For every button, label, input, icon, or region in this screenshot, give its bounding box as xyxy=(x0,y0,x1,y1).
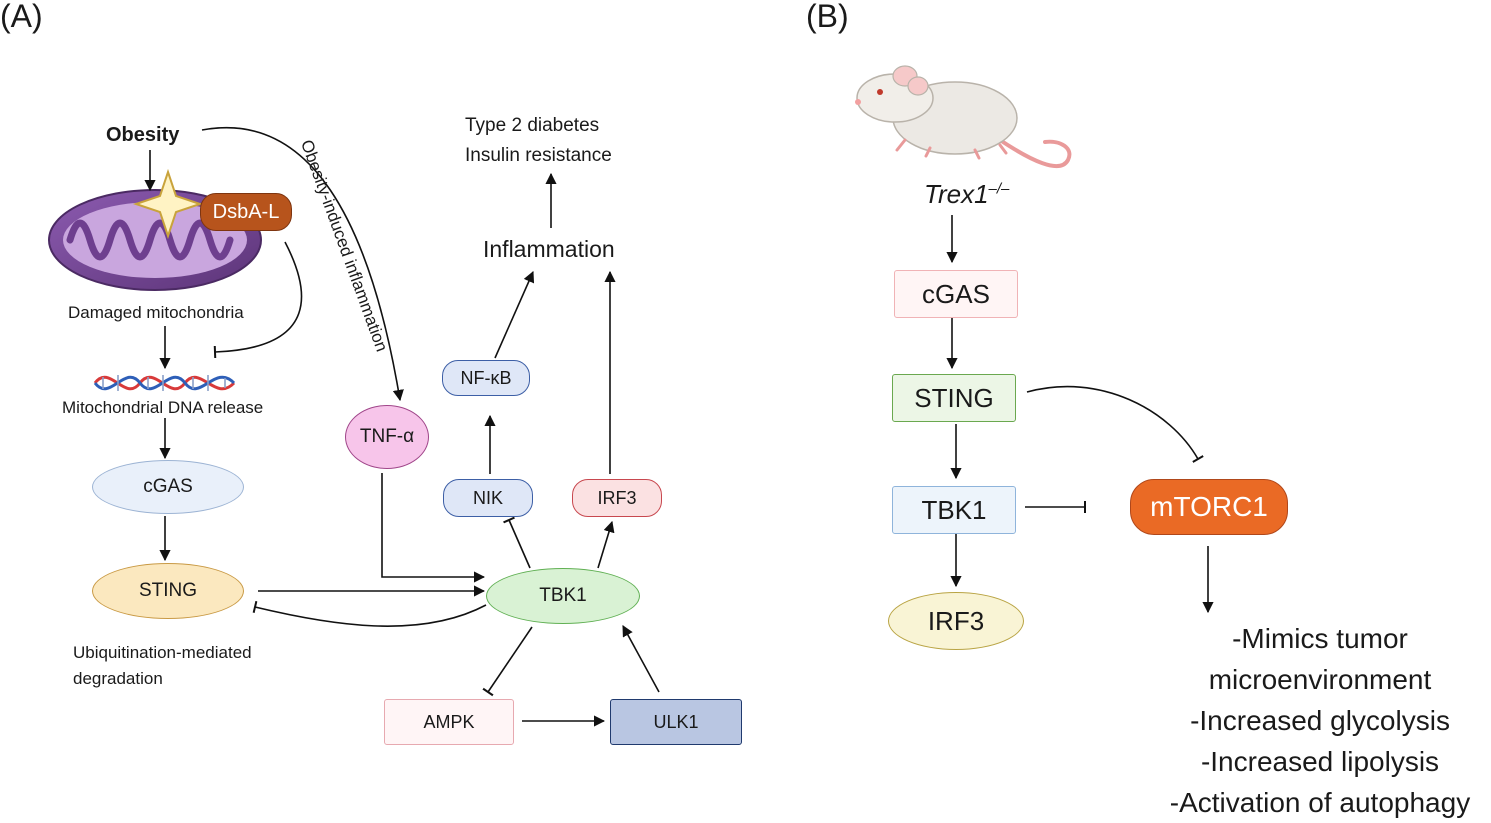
b-sting-node: STING xyxy=(892,374,1016,422)
dna-helix-icon xyxy=(93,375,236,391)
obesity-label: Obesity xyxy=(106,124,180,146)
trex1-gene: Trex1 xyxy=(924,179,989,209)
mtdna-release-label: Mitochondrial DNA release xyxy=(62,398,264,417)
mtorc1-node: mTORC1 xyxy=(1130,479,1288,535)
star-burst-icon xyxy=(132,168,204,240)
tbk1-node: TBK1 xyxy=(486,568,640,624)
b-irf3-node: IRF3 xyxy=(888,592,1024,650)
trex1-genotype-label: Trex1–/– xyxy=(924,179,1010,210)
panel-b-label: (B) xyxy=(806,0,849,34)
nf-kb-node: NF-κB xyxy=(442,360,530,396)
cgas-node: cGAS xyxy=(92,460,244,514)
inflammation-label: Inflammation xyxy=(483,236,615,262)
irf3-node: IRF3 xyxy=(572,479,662,517)
mouse-icon xyxy=(855,65,1072,169)
b-cgas-node: cGAS xyxy=(894,270,1018,318)
degradation-label: degradation xyxy=(73,669,163,688)
outcome-item: -Increased lipolysis xyxy=(1200,746,1440,777)
type2-diabetes-label: Type 2 diabetes xyxy=(465,115,600,136)
panel-a-label: (A) xyxy=(0,0,43,34)
damaged-mitochondria-label: Damaged mitochondria xyxy=(68,303,244,322)
dsba-l-node: DsbA-L xyxy=(200,193,292,231)
nik-node: NIK xyxy=(443,479,533,517)
b-tbk1-node: TBK1 xyxy=(892,486,1016,534)
trex1-knockout-superscript: –/– xyxy=(988,180,1010,198)
outcome-item: -Increased glycolysis xyxy=(1190,705,1450,736)
outcome-item: -Activation of autophagy xyxy=(1169,787,1471,818)
outcome-item: -Mimics tumor xyxy=(1232,623,1408,654)
ulk1-node: ULK1 xyxy=(610,699,742,745)
outcome-item: microenvironment xyxy=(1208,664,1432,695)
ampk-node: AMPK xyxy=(384,699,514,745)
outcomes-list: -Mimics tumor microenvironment -Increase… xyxy=(1140,618,1491,823)
insulin-resistance-label: Insulin resistance xyxy=(465,145,612,166)
sting-node: STING xyxy=(92,563,244,619)
tnf-alpha-node: TNF-α xyxy=(345,405,429,469)
ubiquitination-label: Ubiquitination-mediated xyxy=(73,643,252,662)
